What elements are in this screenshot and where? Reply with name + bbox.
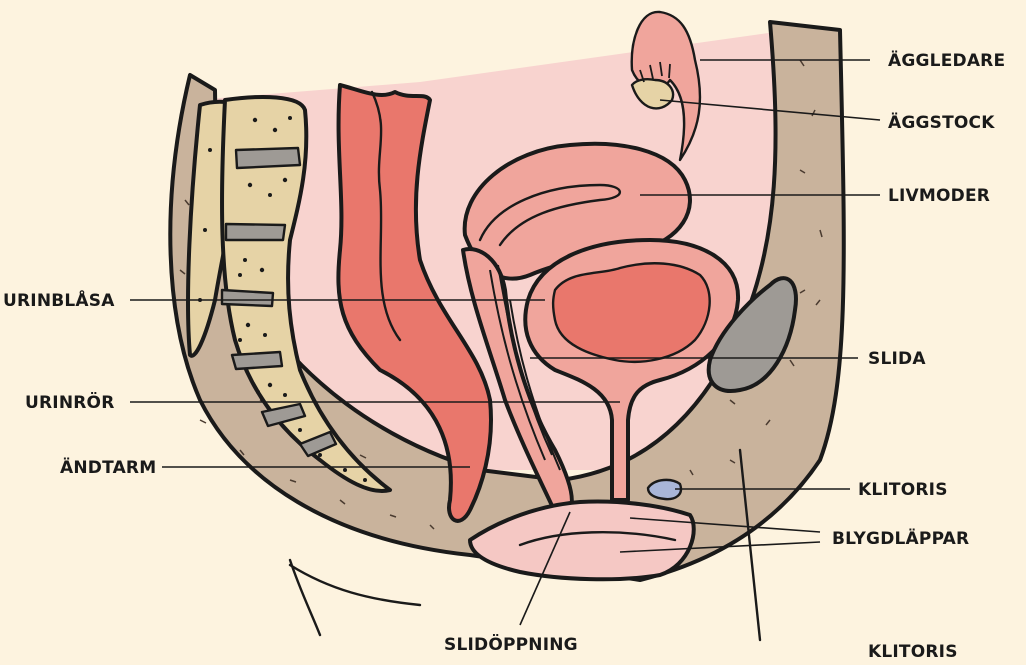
- label-klitoris-bottom: KLITORIS: [868, 642, 958, 662]
- label-aggstock: ÄGGSTOCK: [888, 111, 995, 133]
- vertebral-disc: [236, 148, 300, 168]
- bladder-inner: [553, 263, 710, 362]
- label-urinblasa: URINBLÅSA: [3, 288, 115, 311]
- label-slida: SLIDA: [868, 349, 926, 369]
- vertebral-disc: [222, 290, 273, 306]
- label-klitoris: KLITORIS: [858, 480, 948, 500]
- vertebral-disc: [226, 224, 285, 240]
- label-livmoder: LIVMODER: [888, 186, 990, 206]
- label-andtarm: ÄNDTARM: [60, 456, 156, 478]
- label-aggledare: ÄGGLEDARE: [888, 49, 1005, 71]
- label-urinror: URINRÖR: [25, 391, 114, 413]
- vertebral-disc: [232, 352, 282, 369]
- label-blygdlappar: BLYGDLÄPPAR: [832, 527, 969, 549]
- label-slidoppning: SLIDÖPPNING: [444, 633, 578, 655]
